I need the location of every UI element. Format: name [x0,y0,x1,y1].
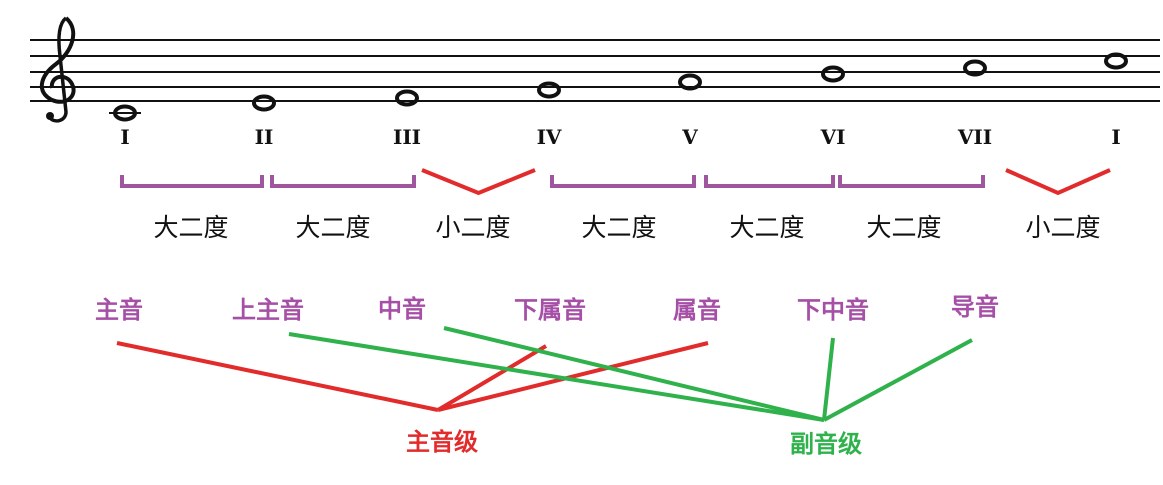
minor-second-chevron [421,168,536,196]
roman-numeral: I [1111,125,1121,149]
interval-label: 大二度 [866,213,942,242]
major-second-bracket [838,175,985,188]
primary-degree-group-label: 主音级 [406,428,478,456]
interval-label: 小二度 [435,213,511,242]
degree-label: 属音 [673,296,721,324]
roman-numeral: VI [820,125,846,149]
staff-lines [30,39,1160,102]
degree-label: 中音 [378,295,426,323]
roman-numeral: V [682,125,698,149]
degree-label: 主音 [95,296,143,324]
degree-label: 上主音 [232,296,304,324]
secondary-connector-line [443,326,825,422]
degree-label: 下中音 [797,296,869,324]
whole-note [395,89,419,107]
whole-note [1104,52,1128,70]
major-second-bracket [270,175,416,188]
whole-note [963,59,987,77]
secondary-connector-line [823,338,973,422]
interval-label: 大二度 [581,213,657,242]
secondary-connector-line [288,332,825,422]
secondary-degree-group-label: 副音级 [790,430,862,458]
roman-numeral: III [392,125,422,149]
degree-label: 下属音 [514,296,586,324]
primary-connector-line [436,344,548,412]
roman-numeral: I [120,125,130,149]
interval-label: 大二度 [295,213,371,242]
interval-brackets [120,168,1111,196]
major-second-bracket [704,175,835,188]
interval-label: 大二度 [153,213,229,242]
whole-note [821,65,845,83]
whole-note [537,81,561,99]
roman-numeral: IV [536,125,562,149]
notes [109,52,1128,122]
group-connectors [116,326,973,422]
treble-clef-icon [40,16,76,123]
minor-second-chevron [1005,168,1111,196]
major-second-bracket [120,175,264,188]
major-second-bracket [550,175,696,188]
primary-connector-line [437,341,709,412]
roman-numeral: VII [957,125,993,149]
whole-note [678,73,702,91]
secondary-connector-line [822,337,835,421]
whole-note [252,94,276,112]
primary-connector-line [116,341,439,412]
interval-label: 小二度 [1025,213,1101,242]
roman-numeral: II [254,125,274,149]
interval-label: 大二度 [729,213,805,242]
degree-label: 导音 [951,293,999,321]
